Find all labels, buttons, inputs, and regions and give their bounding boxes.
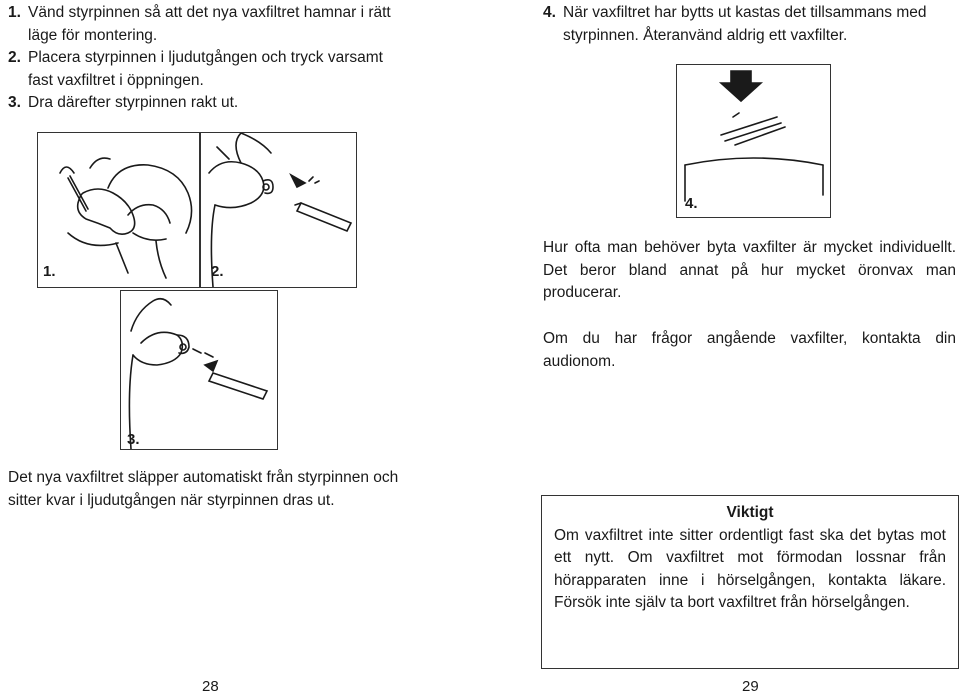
left-instructions: 1. Vänd styrpinnen så att det nya vaxfil… xyxy=(8,2,408,115)
panel-label: 4. xyxy=(685,195,698,212)
step-1: 1. Vänd styrpinnen så att det nya vaxfil… xyxy=(8,2,408,47)
step-3: 3. Dra därefter styrpinnen rakt ut. xyxy=(8,92,408,115)
step-2: 2. Placera styrpinnen i ljudutgången och… xyxy=(8,47,408,92)
step-number: 4. xyxy=(543,4,556,21)
illustration-panel-4: 4. xyxy=(676,64,831,218)
step-4: 4. När vaxfiltret har bytts ut kastas de… xyxy=(543,2,943,47)
step-text: När vaxfiltret har bytts ut kastas det t… xyxy=(563,4,927,44)
step-number: 2. xyxy=(8,49,21,66)
hand-holding-pin-illustration xyxy=(59,157,193,279)
important-title: Viktigt xyxy=(726,504,774,521)
panel-label: 3. xyxy=(127,431,140,448)
contact-paragraph: Om du har frågor angående vaxfilter, kon… xyxy=(543,330,956,370)
panel-label: 2. xyxy=(211,263,224,280)
page-number-right: 29 xyxy=(742,678,759,695)
page-number-left: 28 xyxy=(202,678,219,695)
frequency-paragraph: Hur ofta man behöver byta vaxfilter är m… xyxy=(543,239,956,301)
step-text: Placera styrpinnen i ljudutgången och tr… xyxy=(28,49,383,89)
illustration-panel-2: 2. xyxy=(200,132,357,288)
caption-left: Det nya vaxfiltret släpper automatiskt f… xyxy=(8,469,399,509)
step-number: 3. xyxy=(8,94,21,111)
important-notice-box: Viktigt Om vaxfiltret inte sitter ordent… xyxy=(541,495,959,669)
dispose-in-bin-illustration xyxy=(684,70,824,202)
pin-pull-out-illustration xyxy=(128,297,269,449)
hearing-aid-insert-illustration xyxy=(208,133,353,287)
important-text: Om vaxfiltret inte sitter ordentligt fas… xyxy=(554,526,946,612)
right-instructions: 4. När vaxfiltret har bytts ut kastas de… xyxy=(543,2,943,47)
illustration-panel-1: 1. xyxy=(37,132,200,288)
step-text: Dra därefter styrpinnen rakt ut. xyxy=(28,94,239,111)
step-text: Vänd styrpinnen så att det nya vaxfiltre… xyxy=(28,4,391,44)
panel-label: 1. xyxy=(43,263,56,280)
illustration-panel-3: 3. xyxy=(120,290,278,450)
step-number: 1. xyxy=(8,4,21,21)
